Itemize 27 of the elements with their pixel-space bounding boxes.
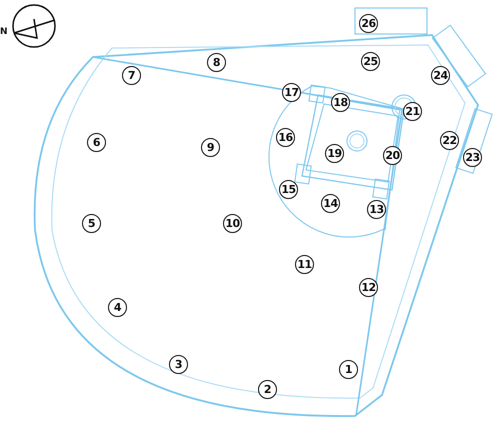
- callout-number: 12: [359, 278, 378, 297]
- callout-number: 25: [361, 52, 380, 71]
- callout-number: 14: [321, 194, 340, 213]
- callout-number: 22: [440, 131, 459, 150]
- callout-number: 19: [325, 144, 344, 163]
- callout-number: 4: [108, 298, 127, 317]
- callout-number: 23: [463, 148, 482, 167]
- callout-number: 17: [282, 83, 301, 102]
- callout-number: 11: [295, 255, 314, 274]
- callout-number: 24: [431, 66, 450, 85]
- callout-number: 7: [122, 66, 141, 85]
- callout-number: 2: [258, 380, 277, 399]
- north-label: N: [0, 27, 8, 37]
- callout-number: 20: [383, 146, 402, 165]
- callout-number: 16: [276, 128, 295, 147]
- callout-number: 6: [87, 133, 106, 152]
- callout-number: 10: [223, 214, 242, 233]
- callout-number: 5: [82, 214, 101, 233]
- callout-number: 26: [359, 14, 378, 33]
- callout-number: 21: [403, 102, 422, 121]
- callout-number: 1: [339, 360, 358, 379]
- callout-number: 3: [169, 355, 188, 374]
- callout-number: 9: [201, 138, 220, 157]
- callout-number: 13: [367, 200, 386, 219]
- callout-number: 18: [331, 93, 350, 112]
- callout-number: 8: [207, 53, 226, 72]
- callout-number: 15: [279, 180, 298, 199]
